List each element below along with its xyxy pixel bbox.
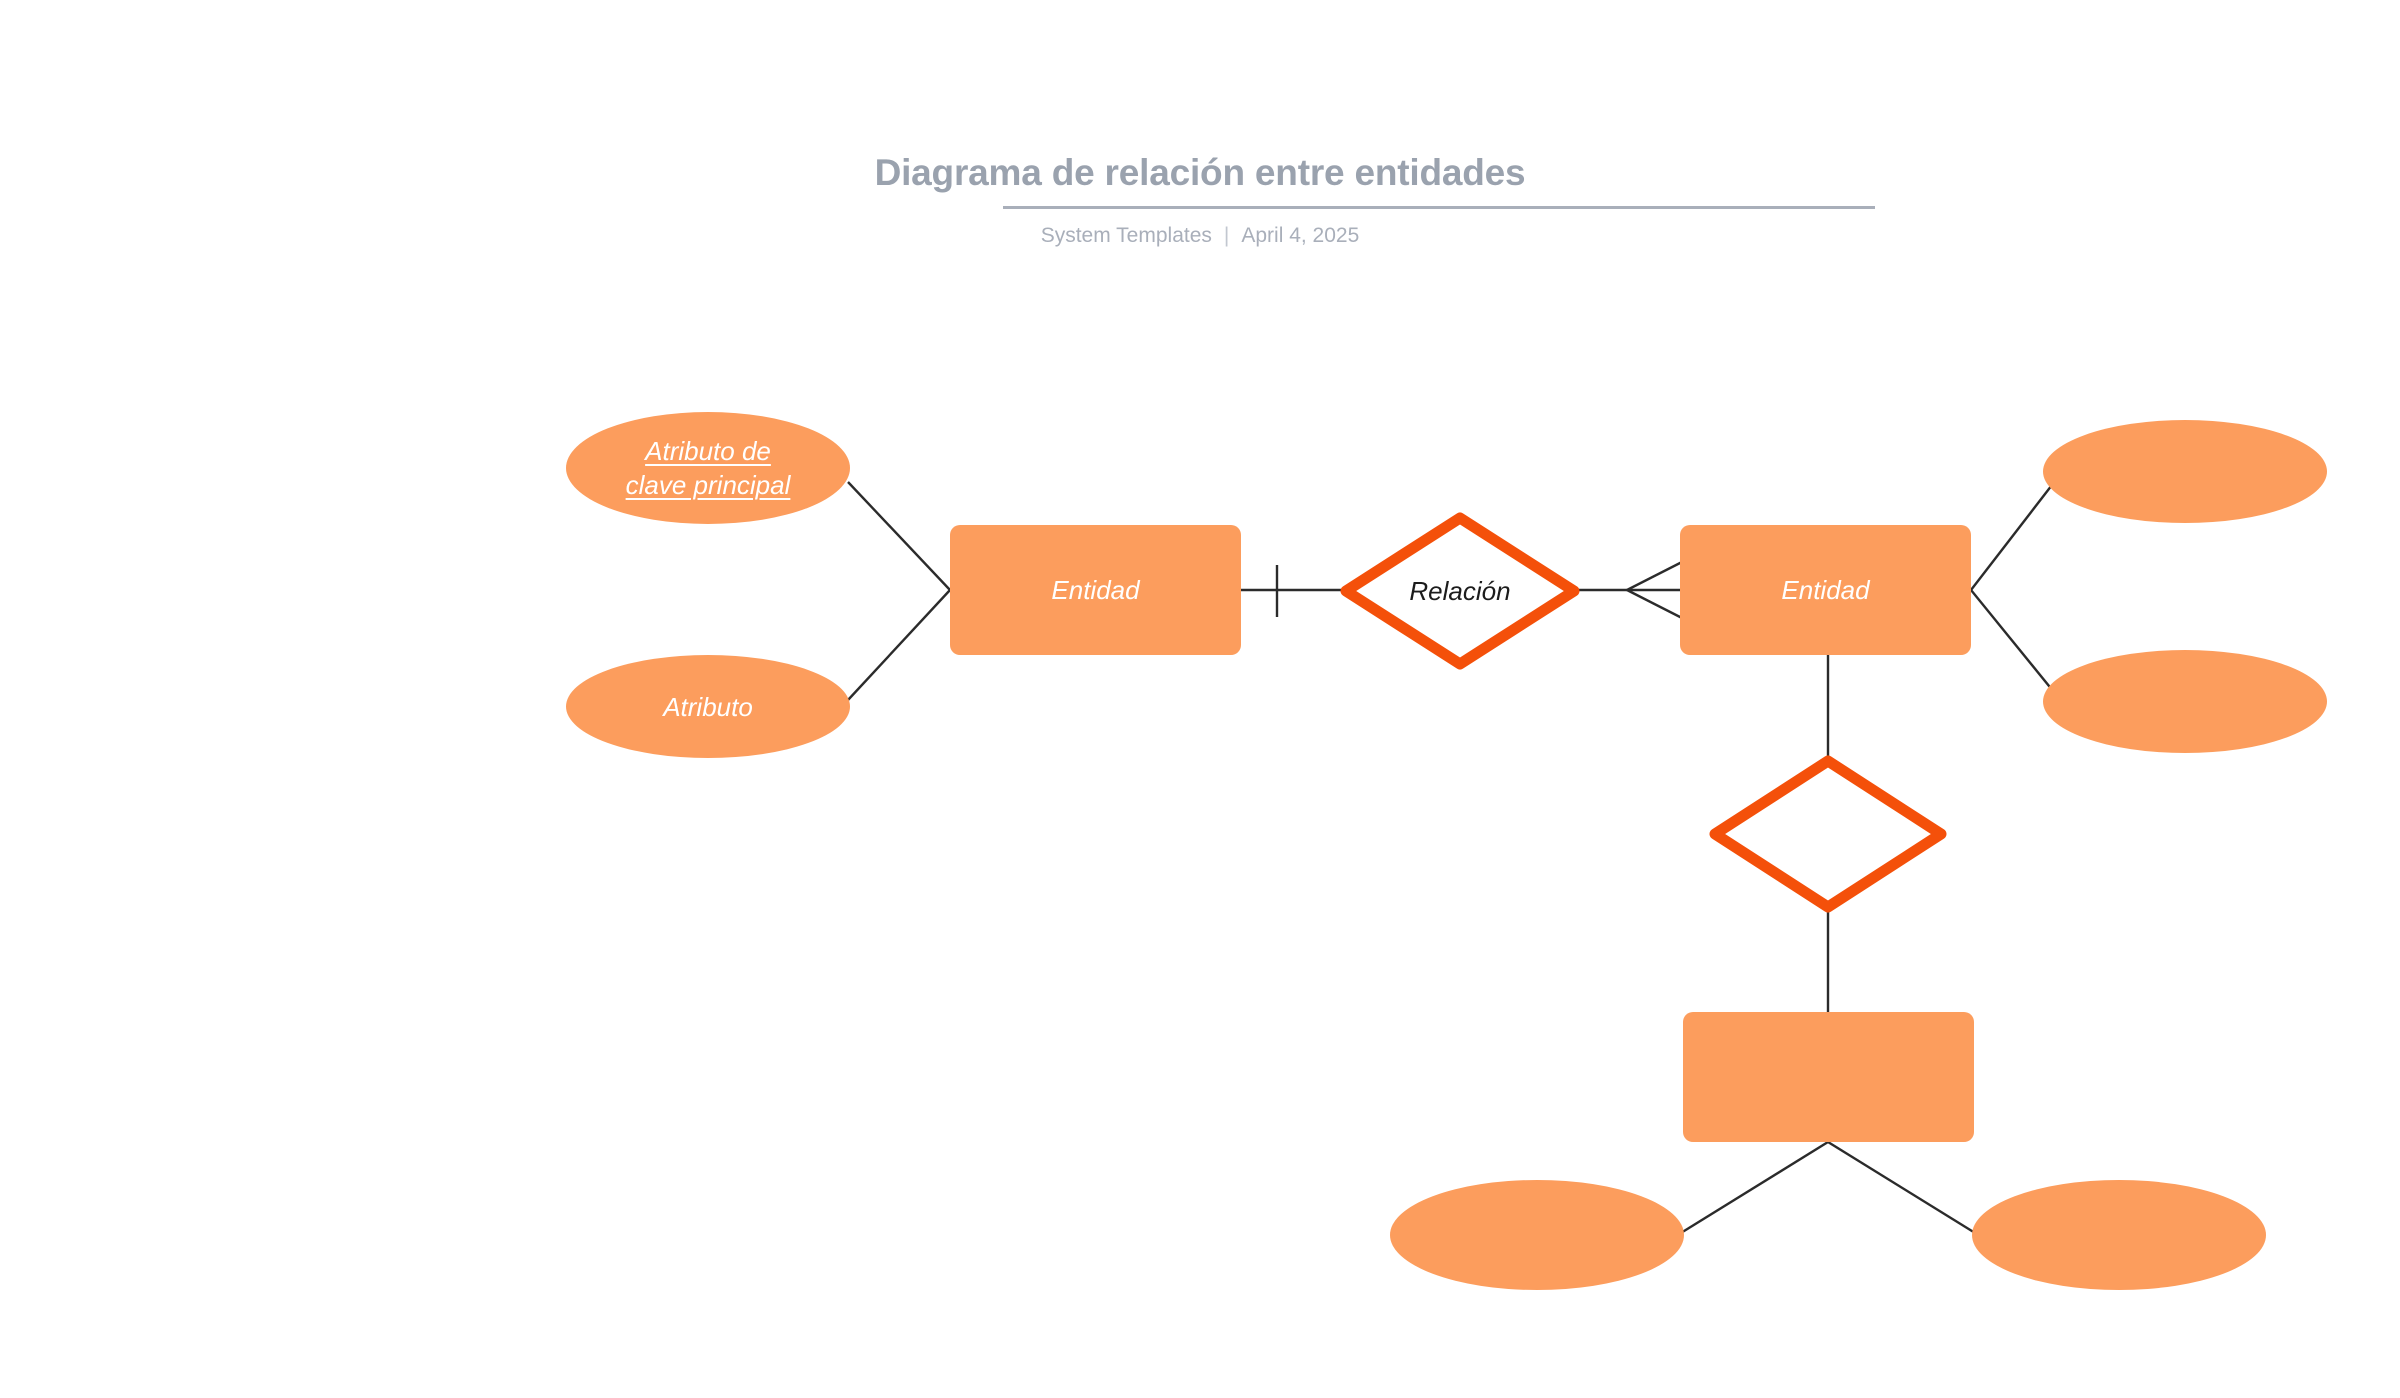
relationship-lower-shape	[1709, 755, 1947, 913]
attribute-pk-line-1: Atributo de	[645, 436, 771, 466]
edge-entity-right-to-attr-top	[1970, 471, 2063, 591]
attribute-bottom-left[interactable]	[1390, 1180, 1684, 1290]
edge-attr-pk-to-entity-left	[847, 481, 951, 591]
entity-left[interactable]: Entidad	[950, 525, 1241, 655]
document-subtitle: System Templates | April 4, 2025	[0, 222, 2400, 250]
page-title: Diagrama de relación entre entidades	[874, 152, 1526, 193]
document-header: Diagrama de relación entre entidades	[0, 150, 2400, 196]
attribute-pk-line-2: clave principal	[625, 470, 791, 500]
entity-left-label: Entidad	[1051, 575, 1140, 605]
title-divider	[1003, 206, 1875, 209]
edge-entity-right-to-attr-bottom	[1970, 589, 2063, 703]
attribute-simple-label: Atributo	[663, 691, 753, 722]
entity-bottom[interactable]	[1683, 1012, 1974, 1142]
attribute-simple[interactable]: Atributo	[566, 655, 850, 758]
edge-entity-bottom-to-attr-left	[1675, 1140, 1829, 1238]
edge-entity-bottom-to-attr-right	[1827, 1140, 1981, 1238]
crows-foot-icon	[1626, 560, 1683, 620]
attribute-bottom-right[interactable]	[1972, 1180, 2266, 1290]
subtitle-separator: |	[1223, 224, 1230, 247]
attribute-primary-key-label: Atributo de clave principal	[626, 434, 791, 502]
relationship-main[interactable]: Relación	[1340, 512, 1580, 670]
relationship-main-label: Relación	[1409, 576, 1511, 606]
entity-right[interactable]: Entidad	[1680, 525, 1971, 655]
subtitle-date: April 4, 2025	[1241, 224, 1360, 247]
relationship-lower[interactable]	[1709, 755, 1947, 913]
attribute-primary-key[interactable]: Atributo de clave principal	[566, 412, 850, 524]
relationship-lower-label	[1709, 755, 1947, 913]
edge-attr-plain-to-entity-left	[847, 589, 951, 701]
attribute-right-top[interactable]	[2043, 420, 2327, 523]
subtitle-source: System Templates	[1040, 224, 1212, 247]
relationship-main-shape	[1340, 512, 1580, 670]
attribute-right-bottom[interactable]	[2043, 650, 2327, 753]
entity-right-label: Entidad	[1781, 575, 1870, 605]
